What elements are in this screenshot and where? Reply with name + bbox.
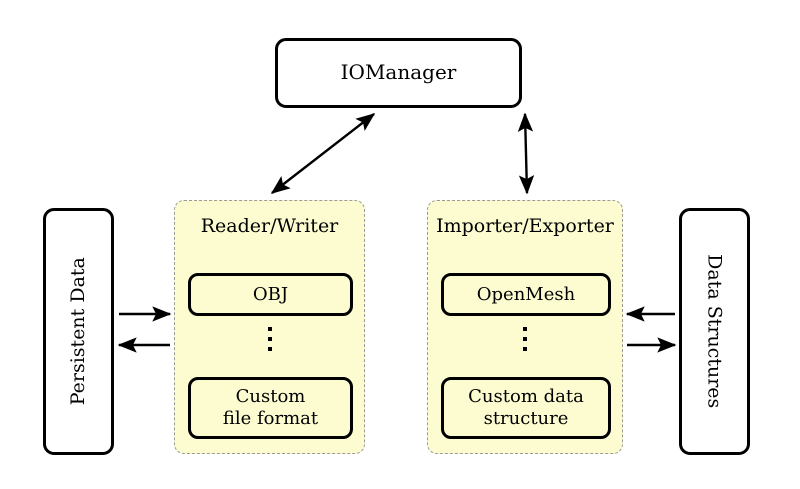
arrow-iomanager-readerwriter [270, 113, 376, 194]
arrow-iomanager-importerexporter [517, 112, 535, 195]
panel-reader-writer-title: Reader/Writer [200, 215, 339, 237]
ellipsis-dot [523, 327, 527, 331]
item-custom-data-structure: Custom data structure [441, 377, 611, 439]
node-iomanager-label: IOManager [340, 60, 457, 85]
panel-importer-exporter-title: Importer/Exporter [436, 215, 614, 237]
ellipsis-dot [267, 347, 272, 351]
item-custom-data-structure-line2: structure [483, 408, 569, 429]
node-persistent-data-label: Persistent Data [67, 257, 90, 406]
ellipsis-dot [523, 337, 527, 341]
node-iomanager: IOManager [275, 38, 522, 108]
item-obj-label: OBJ [252, 283, 289, 305]
panel-importer-exporter: Importer/Exporter OpenMesh Custom data s… [427, 200, 623, 454]
node-data-structures-label: Data Structures [703, 254, 726, 409]
ellipsis-dot [523, 347, 527, 351]
item-custom-file-format-line2: file format [222, 408, 319, 429]
item-openmesh: OpenMesh [441, 273, 611, 316]
ellipsis-reader-writer [175, 327, 364, 351]
item-custom-data-structure-line1: Custom data [468, 386, 584, 408]
item-openmesh-label: OpenMesh [476, 283, 576, 305]
node-data-structures: Data Structures [679, 208, 750, 455]
item-custom-file-format: Custom file format [188, 377, 353, 439]
node-persistent-data: Persistent Data [43, 208, 114, 455]
ellipsis-dot [267, 327, 272, 331]
item-custom-file-format-line1: Custom [235, 386, 306, 408]
ellipsis-dot [267, 337, 272, 341]
ellipsis-importer-exporter [428, 327, 622, 351]
item-obj: OBJ [188, 273, 353, 316]
panel-reader-writer: Reader/Writer OBJ Custom file format [174, 200, 365, 454]
